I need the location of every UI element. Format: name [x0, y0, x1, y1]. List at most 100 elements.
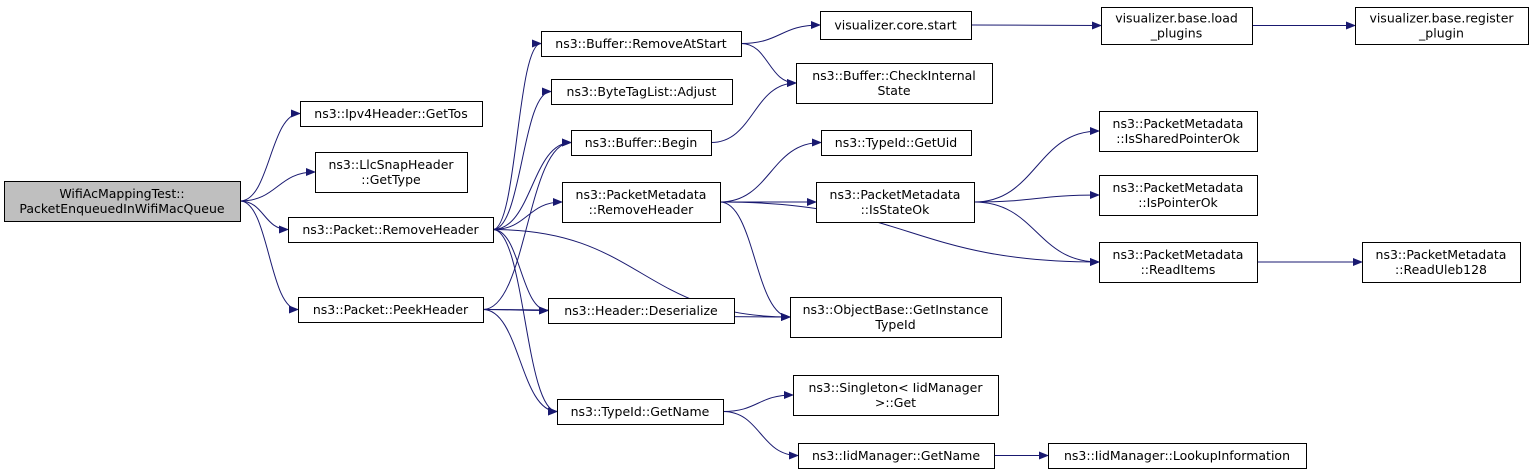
node-label: ns3::LlcSnapHeader	[328, 157, 454, 172]
edge-root-to-ipv4-gettos	[239, 109, 301, 202]
edge-viz-core-start-to-viz-base-load	[970, 21, 1102, 30]
node-box	[1355, 7, 1529, 45]
node-label: visualizer.base.register	[1369, 11, 1514, 26]
node-typeid-getname[interactable]: ns3::TypeId::GetName	[557, 399, 724, 425]
node-box	[571, 130, 712, 156]
node-pm-isstateok[interactable]: ns3::PacketMetadata::IsStateOk	[816, 182, 975, 223]
edge-packet-removeheader-to-pm-removeheader	[492, 198, 563, 230]
node-label: ns3::PacketMetadata	[830, 187, 961, 202]
node-box	[4, 181, 241, 222]
node-label: ::ReadUleb128	[1395, 262, 1487, 277]
node-root[interactable]: WifiAcMappingTest::PacketEnqueuedInWifiM…	[4, 181, 241, 222]
node-label: WifiAcMappingTest::	[59, 186, 184, 201]
node-label: ns3::Ipv4Header::GetTos	[314, 106, 467, 121]
node-box	[1362, 242, 1521, 283]
edge-packet-removeheader-to-objectbase-getinstance	[492, 229, 791, 321]
node-box	[790, 297, 1002, 338]
node-label: ::IsSharedPointerOk	[1116, 131, 1240, 146]
node-label: ::RemoveHeader	[589, 202, 695, 217]
node-box	[1101, 7, 1253, 45]
node-box	[821, 130, 972, 156]
node-ipv4-gettos[interactable]: ns3::Ipv4Header::GetTos	[300, 101, 483, 127]
node-label: visualizer.base.load	[1115, 11, 1238, 26]
node-label: TypeId	[874, 317, 915, 332]
edge-packet-peekheader-to-buffer-begin	[482, 138, 572, 310]
node-label: ns3::IidManager::GetName	[812, 448, 980, 463]
node-llcsnap-gettype[interactable]: ns3::LlcSnapHeader::GetType	[315, 152, 468, 193]
edge-root-to-packet-peekheader	[239, 200, 299, 314]
node-label: _plugins	[1150, 26, 1202, 41]
edge-packet-removeheader-to-buffer-begin	[492, 138, 572, 230]
edge-pm-removeheader-to-typeid-getuid	[719, 138, 822, 203]
node-pm-issharedpointerok[interactable]: ns3::PacketMetadata::IsSharedPointerOk	[1099, 111, 1258, 152]
edge-packet-removeheader-to-bytetaglist-adjust	[492, 87, 552, 230]
node-pm-ispointerok[interactable]: ns3::PacketMetadata::IsPointerOk	[1099, 175, 1258, 216]
node-label: ns3::Singleton< IidManager	[808, 380, 983, 395]
node-viz-base-load[interactable]: visualizer.base.load_plugins	[1101, 7, 1253, 45]
node-viz-base-register[interactable]: visualizer.base.register_plugin	[1355, 7, 1529, 45]
edge-buffer-removeatstart-to-viz-core-start	[740, 21, 821, 44]
node-box	[551, 79, 733, 105]
edge-pm-isstateok-to-pm-issharedpointerok	[973, 127, 1100, 203]
node-box	[557, 399, 724, 425]
node-singleton-get[interactable]: ns3::Singleton< IidManager>::Get	[793, 375, 999, 416]
node-box	[1099, 111, 1258, 152]
node-box	[315, 152, 468, 193]
node-pm-readuleb128[interactable]: ns3::PacketMetadata::ReadUleb128	[1362, 242, 1521, 283]
node-label: ns3::Header::Deserialize	[564, 303, 718, 318]
node-label: ns3::PacketMetadata	[1113, 116, 1244, 131]
node-box	[541, 31, 742, 57]
node-label: visualizer.core.start	[834, 18, 956, 33]
edge-packet-peekheader-to-typeid-getname	[482, 309, 558, 416]
node-box	[1048, 443, 1307, 469]
node-iidmanager-lookup[interactable]: ns3::IidManager::LookupInformation	[1048, 443, 1307, 469]
node-packet-removeheader[interactable]: ns3::Packet::RemoveHeader	[288, 217, 494, 243]
node-label: ns3::TypeId::GetName	[571, 404, 710, 419]
node-label: ns3::Packet::PeekHeader	[313, 302, 469, 317]
node-label: ::GetType	[361, 172, 421, 187]
node-box	[1099, 242, 1258, 283]
node-box	[298, 297, 484, 323]
edge-typeid-getname-to-iidmanager-getname	[722, 411, 799, 460]
node-label: PacketEnqueuedInWifiMacQueue	[19, 201, 225, 216]
edge-pm-removeheader-to-pm-readitems	[719, 201, 1100, 266]
node-box	[820, 11, 972, 40]
node-label: ns3::PacketMetadata	[576, 187, 707, 202]
edge-pm-isstateok-to-pm-ispointerok	[973, 191, 1100, 203]
node-label: ns3::IidManager::LookupInformation	[1064, 448, 1290, 463]
node-label: ns3::Buffer::RemoveAtStart	[555, 36, 727, 51]
node-box	[798, 443, 995, 469]
node-box	[1099, 175, 1258, 216]
node-pm-readitems[interactable]: ns3::PacketMetadata::ReadItems	[1099, 242, 1258, 283]
node-buffer-removeatstart[interactable]: ns3::Buffer::RemoveAtStart	[541, 31, 742, 57]
node-label: ::IsStateOk	[861, 202, 931, 217]
node-label: ns3::TypeId::GetUid	[835, 135, 957, 150]
edge-packet-removeheader-to-typeid-getname	[492, 229, 558, 416]
node-buffer-begin[interactable]: ns3::Buffer::Begin	[571, 130, 712, 156]
nodes-layer: WifiAcMappingTest::PacketEnqueuedInWifiM…	[4, 7, 1529, 469]
node-pm-removeheader[interactable]: ns3::PacketMetadata::RemoveHeader	[562, 182, 721, 223]
node-label: ns3::Packet::RemoveHeader	[302, 222, 479, 237]
node-box	[816, 182, 975, 223]
node-label: ns3::Buffer::Begin	[585, 135, 698, 150]
node-header-deserialize[interactable]: ns3::Header::Deserialize	[548, 298, 735, 324]
edge-pm-isstateok-to-pm-readitems	[973, 201, 1100, 266]
edge-root-to-packet-removeheader	[239, 200, 289, 234]
node-box	[562, 182, 721, 223]
node-bytetaglist-adjust[interactable]: ns3::ByteTagList::Adjust	[551, 79, 733, 105]
node-box	[548, 298, 735, 324]
node-label: ns3::Buffer::CheckInternal	[812, 68, 976, 83]
node-viz-core-start[interactable]: visualizer.core.start	[820, 11, 972, 40]
node-packet-peekheader[interactable]: ns3::Packet::PeekHeader	[298, 297, 484, 323]
edge-pm-removeheader-to-objectbase-getinstance	[719, 201, 791, 321]
node-iidmanager-getname[interactable]: ns3::IidManager::GetName	[798, 443, 995, 469]
node-label: ns3::PacketMetadata	[1113, 180, 1244, 195]
edge-root-to-llcsnap-gettype	[239, 168, 316, 202]
node-typeid-getuid[interactable]: ns3::TypeId::GetUid	[821, 130, 972, 156]
node-box	[288, 217, 494, 243]
node-label: ns3::PacketMetadata	[1113, 247, 1244, 262]
node-label: State	[877, 83, 910, 98]
